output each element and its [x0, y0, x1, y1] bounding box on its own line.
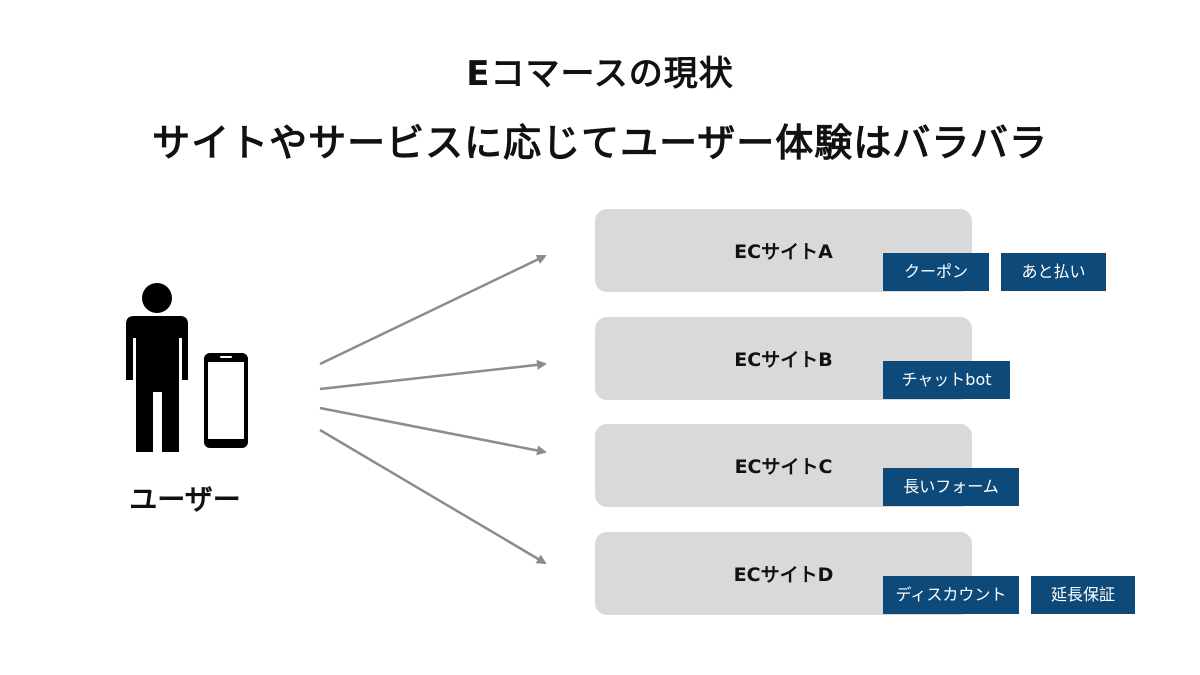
site-name-b: ECサイトB	[734, 349, 833, 371]
user-figure	[126, 283, 248, 452]
arrow-to-site-b	[319, 359, 547, 391]
tag-discount: ディスカウント	[883, 576, 1019, 614]
smartphone-icon	[204, 353, 248, 448]
site-name-d: ECサイトD	[733, 564, 834, 586]
arrow-to-site-c	[319, 406, 547, 456]
arrow-to-site-d	[319, 428, 547, 565]
user-label: ユーザー	[129, 483, 241, 516]
tag-chatbot: チャットbot	[883, 361, 1010, 399]
site-box-d: ECサイトD	[595, 532, 972, 615]
site-name-c: ECサイトC	[734, 456, 833, 478]
tag-long-form: 長いフォーム	[883, 468, 1019, 506]
tag-coupon: クーポン	[883, 253, 989, 291]
tag-pay-later: あと払い	[1001, 253, 1106, 291]
page-subtitle: サイトやサービスに応じてユーザー体験はバラバラ	[152, 121, 1048, 165]
tag-extended-warranty: 延長保証	[1031, 576, 1135, 614]
person-icon	[126, 283, 188, 452]
arrow-to-site-a	[319, 254, 547, 366]
page-title: Eコマースの現状	[466, 54, 734, 94]
site-name-a: ECサイトA	[734, 241, 833, 263]
